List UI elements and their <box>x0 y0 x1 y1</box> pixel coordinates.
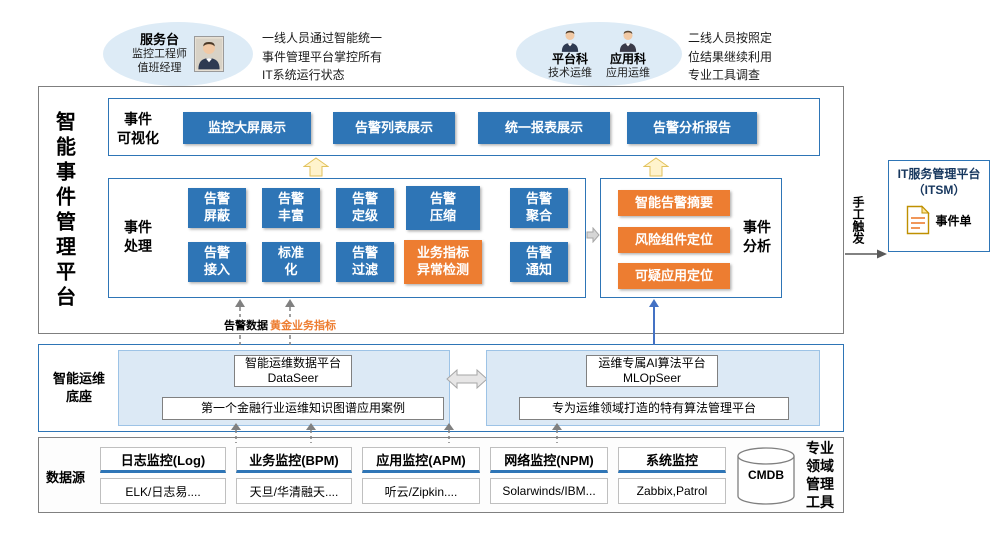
suspect-app-locate-button: 可疑应用定位 <box>618 263 730 289</box>
dashed-up-arrow-icon <box>230 423 242 443</box>
dashed-up-arrow-icon <box>551 423 563 443</box>
alert-compress-button: 告警压缩 <box>406 186 480 230</box>
itsm-box: IT服务管理平台 （ITSM） 事件单 <box>888 160 990 252</box>
platform-team: 平台科 技术运维 <box>548 28 592 80</box>
right-arrow-icon <box>586 227 600 243</box>
double-arrow-icon <box>446 366 488 392</box>
person-icon <box>619 30 637 53</box>
itsm-title: IT服务管理平台 （ITSM） <box>897 167 981 197</box>
service-desk-avatar <box>194 36 224 72</box>
alert-aggregate-button: 告警聚合 <box>510 188 568 228</box>
dashed-up-arrow-icon <box>305 423 317 443</box>
alert-analysis-report-button: 告警分析报告 <box>627 112 757 144</box>
alert-grade-button: 告警定级 <box>336 188 394 228</box>
service-desk-role-2: 值班经理 <box>137 62 182 75</box>
npm-monitor-tools: Solarwinds/IBM... <box>490 478 608 504</box>
trigger-arrow-icon <box>845 248 887 260</box>
service-desk-callout: 服务台 监控工程师 值班经理 <box>103 22 253 86</box>
apm-monitor-tools: 听云/Zipkin.... <box>362 478 480 504</box>
up-arrow-icon <box>303 157 329 177</box>
manual-trigger-label: 手工触发 <box>851 196 865 244</box>
apm-monitor-header: 应用监控(APM) <box>362 447 480 473</box>
cmdb-cylinder-icon <box>736 446 796 506</box>
mlopseer-title: 运维专属AI算法平台 MLOpSeer <box>586 355 718 387</box>
dashed-up-arrow-icon <box>234 299 246 345</box>
first-line-note: 一线人员通过智能统一 事件管理平台掌控所有 IT系统运行状态 <box>262 31 383 83</box>
alert-filter-button: 告警过滤 <box>336 242 394 282</box>
npm-monitor-header: 网络监控(NPM) <box>490 447 608 473</box>
bpm-monitor-header: 业务监控(BPM) <box>236 447 352 473</box>
metric-anomaly-detect-button: 业务指标异常检测 <box>404 240 482 284</box>
analysis-label: 事件 分析 <box>743 219 771 254</box>
platform-title: 智能事件管理平台 <box>52 111 75 311</box>
service-desk-title: 服务台 <box>139 32 179 48</box>
second-line-callout: 平台科 技术运维 应用科 应用运维 <box>516 22 682 86</box>
smart-alert-summary-button: 智能告警摘要 <box>618 190 730 216</box>
person-icon <box>196 38 222 70</box>
ticket-document-icon <box>907 205 931 235</box>
alert-shield-button: 告警屏蔽 <box>188 188 246 228</box>
processing-label: 事件 处理 <box>124 219 152 254</box>
mlopseer-desc: 专为运维领域打造的特有算法管理平台 <box>519 397 789 420</box>
system-monitor-header: 系统监控 <box>618 447 726 473</box>
standardize-button: 标准化 <box>262 242 320 282</box>
golden-metrics-label: 黄金业务指标 <box>268 317 338 333</box>
application-team: 应用科 应用运维 <box>606 28 650 80</box>
dashed-up-arrow-icon <box>284 299 296 345</box>
bpm-monitor-tools: 天旦/华清融天.... <box>236 478 352 504</box>
risk-component-locate-button: 风险组件定位 <box>618 227 730 253</box>
report-display-button: 统一报表展示 <box>478 112 610 144</box>
platform-team-title: 平台科 <box>551 52 588 67</box>
dashed-up-arrow-icon <box>443 423 455 443</box>
second-line-note: 二线人员按照定 位结果继续利用 专业工具调查 <box>688 31 773 83</box>
alert-data-label: 告警数据 <box>222 317 270 333</box>
visualization-label: 事件 可视化 <box>117 111 159 146</box>
blue-up-arrow-icon <box>648 299 660 345</box>
platform-team-role: 技术运维 <box>548 66 592 79</box>
cmdb-label: CMDB <box>748 468 784 482</box>
dataseer-title: 智能运维数据平台 DataSeer <box>234 355 352 387</box>
alert-notify-button: 告警通知 <box>510 242 568 282</box>
service-desk-role-1: 监控工程师 <box>132 48 187 61</box>
log-monitor-header: 日志监控(Log) <box>100 447 226 473</box>
person-icon <box>561 30 579 53</box>
log-monitor-tools: ELK/日志易.... <box>100 478 226 504</box>
domain-tools-label: 专业 领域 管理 工具 <box>806 440 834 510</box>
alert-list-button: 告警列表展示 <box>333 112 455 144</box>
dataseer-desc: 第一个金融行业运维知识图谱应用案例 <box>162 397 444 420</box>
up-arrow-icon <box>643 157 669 177</box>
monitor-dashboard-button: 监控大屏展示 <box>183 112 311 144</box>
alert-ingest-button: 告警接入 <box>188 242 246 282</box>
ticket-label: 事件单 <box>935 213 972 228</box>
datasource-label: 数据源 <box>46 470 86 485</box>
system-monitor-tools: Zabbix,Patrol <box>618 478 726 504</box>
application-team-role: 应用运维 <box>606 66 650 79</box>
alert-enrich-button: 告警丰富 <box>262 188 320 228</box>
application-team-title: 应用科 <box>609 52 646 67</box>
base-label: 智能运维 底座 <box>52 371 105 404</box>
